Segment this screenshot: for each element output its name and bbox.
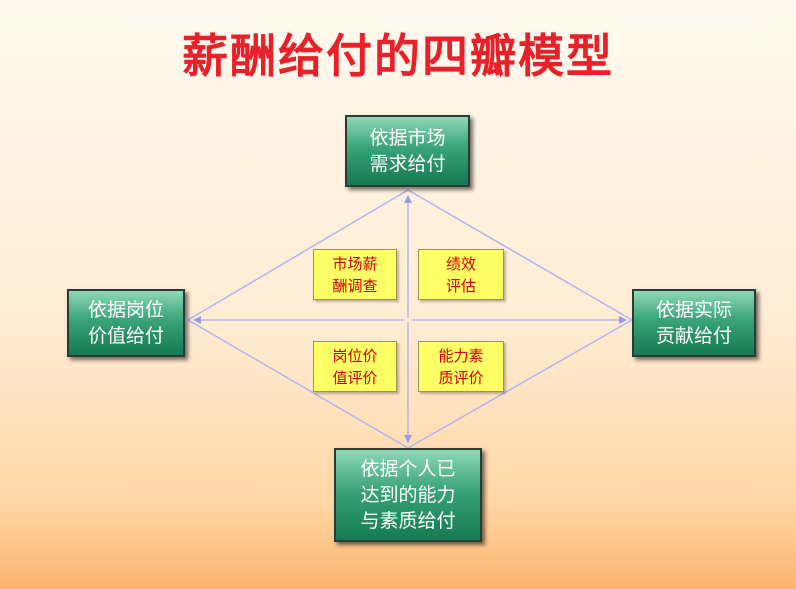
- edge-top-left: [187, 189, 409, 321]
- method-job-value-evaluation: 岗位价 值评价: [313, 341, 397, 392]
- edge-top-right: [407, 189, 633, 321]
- page-title: 薪酬给付的四瓣模型: [182, 29, 614, 83]
- edge-left-bottom: [187, 319, 409, 449]
- method-competency-evaluation: 能力素 质评价: [418, 341, 504, 392]
- node-actual-contribution: 依据实际 贡献给付: [632, 289, 756, 357]
- method-performance-evaluation: 绩效 评估: [418, 249, 504, 300]
- node-job-value: 依据岗位 价值给付: [67, 289, 185, 357]
- node-market-demand: 依据市场 需求给付: [345, 115, 470, 187]
- edge-right-bottom: [407, 319, 633, 449]
- method-market-salary-survey: 市场薪 酬调查: [313, 249, 397, 300]
- node-ability-competency: 依据个人已 达到的能力 与素质给付: [334, 448, 482, 542]
